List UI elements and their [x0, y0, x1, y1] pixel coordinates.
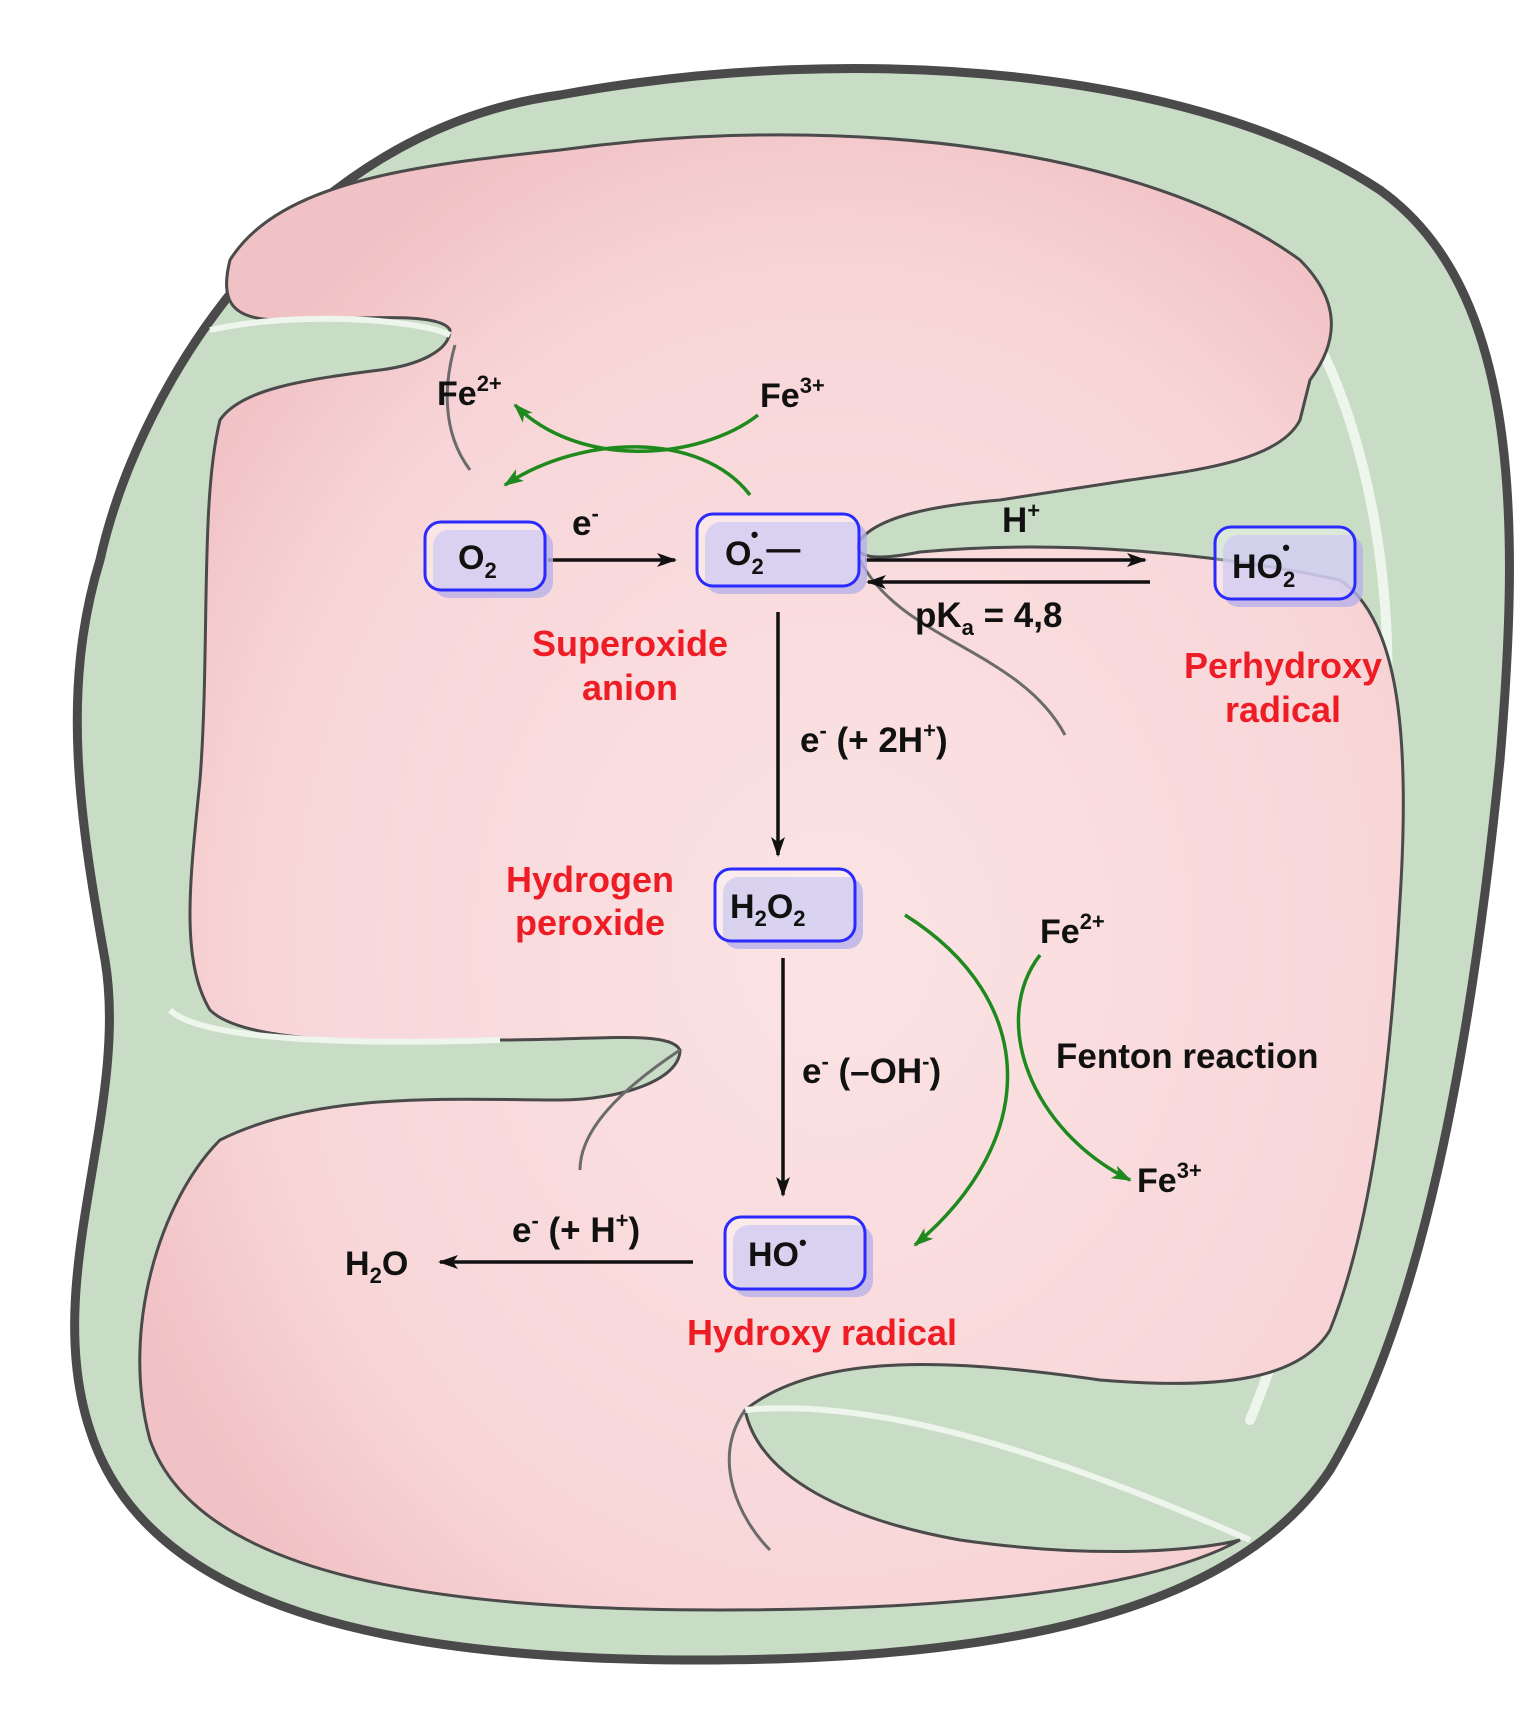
h2o2-box-shadow: [723, 877, 863, 949]
name-superoxide-line2: anion: [582, 667, 678, 708]
arrow-fe2-to-fe3-fenton: [1016, 953, 1132, 1182]
arrow-h2o2-to-hydroxy-fenton: [904, 913, 1010, 1247]
name-hydrogen-peroxide-line1: Hydrogen: [506, 859, 674, 900]
crista-highlight-bottom: [744, 1405, 1252, 1543]
label-protonation: H+: [1002, 498, 1040, 540]
crista-line-1: [445, 344, 472, 471]
h2o2-box: [713, 867, 857, 943]
arrow-superoxide-to-o2-green: [503, 445, 752, 497]
name-hydrogen-peroxide-line2: peroxide: [515, 902, 665, 943]
crista-line-4: [727, 1409, 772, 1552]
fe2-fenton-label: Fe2+: [1040, 909, 1105, 951]
label-to-hydroxy: e- (–OH-): [802, 1049, 941, 1091]
arrow-fe3-to-fe2-green: [513, 403, 760, 453]
h2o2-formula: H2O2: [730, 888, 806, 931]
superoxide-formula: O2•—: [725, 522, 800, 579]
superoxide-box: [695, 512, 861, 588]
label-fenton-reaction: Fenton reaction: [1056, 1037, 1319, 1076]
label-e-o2-to-superoxide: e-: [572, 501, 599, 543]
o2-box: [423, 520, 547, 592]
hydroxy-box: [723, 1215, 867, 1291]
name-hydroxy-radical: Hydroxy radical: [687, 1312, 957, 1353]
fe3-top-label: Fe3+: [760, 373, 825, 415]
o2-box-shadow: [433, 530, 553, 598]
label-pka: pKa = 4,8: [915, 596, 1062, 640]
hydroxy-formula: HO•: [748, 1230, 807, 1274]
perhydroxy-formula: HO2•: [1232, 535, 1295, 592]
crista-highlight-top-left: [209, 315, 452, 338]
crista-line-3: [578, 1048, 681, 1171]
perhydroxy-box-shadow: [1223, 535, 1363, 607]
fe3-fenton-label: Fe3+: [1137, 1158, 1202, 1200]
name-perhydroxy-line2: radical: [1225, 689, 1341, 730]
water-formula: H2O: [345, 1245, 408, 1288]
o2-formula: O2: [458, 539, 497, 583]
fe2-top-label: Fe2+: [437, 371, 502, 413]
crista-highlight-bottom-left: [167, 1007, 501, 1045]
name-perhydroxy-line1: Perhydroxy: [1184, 645, 1382, 686]
label-to-water: e- (+ H+): [512, 1208, 640, 1250]
superoxide-box-shadow: [705, 522, 867, 594]
perhydroxy-box: [1213, 525, 1357, 601]
name-superoxide-line1: Superoxide: [532, 623, 728, 664]
label-to-h2o2: e- (+ 2H+): [800, 718, 948, 760]
hydroxy-box-shadow: [733, 1225, 873, 1297]
